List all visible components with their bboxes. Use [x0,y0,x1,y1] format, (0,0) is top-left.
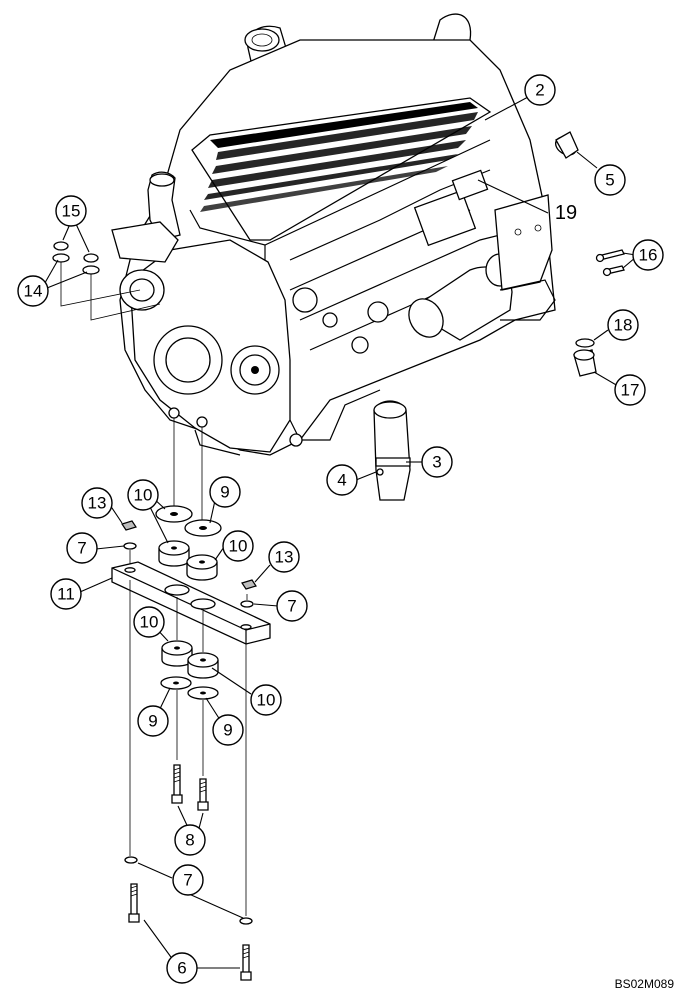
callout-7-right-label: 7 [287,597,296,616]
callout-10-upper-right: 10 [222,530,254,562]
callout-3: 3 [421,446,453,478]
callout-9-lower-right-label: 9 [223,721,232,740]
callout-5-label: 5 [605,171,614,190]
callout-13-right: 13 [268,541,300,573]
plug-part-17 [573,349,597,377]
valve-cover-ribs [200,102,478,212]
callout-6-label: 6 [177,959,186,978]
callout-7-upper-left: 7 [66,532,98,564]
callout-2: 2 [524,74,556,106]
callout-13-upper: 13 [81,487,113,519]
callout-13-upper-label: 13 [88,494,107,513]
callout-10-upper-right-label: 10 [229,537,248,556]
callout-9-lower-left: 9 [137,705,169,737]
bolts-part-16 [595,249,625,277]
callout-2-label: 2 [535,81,544,100]
callout-19: 19 [555,202,577,224]
callout-7-lower: 7 [172,864,204,896]
callout-17-label: 17 [621,381,640,400]
callout-7-lower-label: 7 [183,871,192,890]
callout-17: 17 [614,374,646,406]
callout-14-label: 14 [24,282,43,301]
callout-10-lower-left: 10 [133,606,165,638]
callout-7-right: 7 [276,590,308,622]
callout-9-lower-left-label: 9 [148,712,157,731]
callout-10-lower-right-label: 10 [257,691,276,710]
callout-3-label: 3 [432,453,441,472]
callout-11: 11 [50,578,82,610]
callout-9-upper-label: 9 [220,483,229,502]
callout-18-label: 18 [614,316,633,335]
callout-15: 15 [55,195,87,227]
callout-4-label: 4 [337,471,346,490]
exhaust-outlet-part-3-4 [373,400,411,501]
callout-9-lower-right: 9 [212,714,244,746]
callout-16: 16 [632,239,664,271]
callout-18: 18 [607,309,639,341]
callout-10-upper-left: 10 [127,479,159,511]
callout-8: 8 [174,824,206,856]
callout-8-label: 8 [185,831,194,850]
callout-7-upper-left-label: 7 [77,539,86,558]
callout-11-label: 11 [57,585,75,604]
callout-10-lower-left-label: 10 [140,613,159,632]
callout-13-right-label: 13 [275,548,294,567]
washer-nut-part-14-15 [52,241,161,321]
callout-6: 6 [166,952,198,984]
callout-10-lower-right: 10 [250,684,282,716]
callout-5: 5 [594,164,626,196]
drawing-reference-code: BS02M089 [615,977,675,991]
callout-19-label: 19 [555,202,577,224]
callout-15-label: 15 [62,202,81,221]
callout-10-upper-left-label: 10 [134,486,153,505]
callout-9-upper: 9 [209,476,241,508]
callout-4: 4 [326,464,358,496]
callout-16-label: 16 [639,246,658,265]
callout-14: 14 [17,275,49,307]
engine-assembly [111,13,556,456]
fitting-part-5 [555,131,579,159]
mount-assembly [111,505,271,981]
